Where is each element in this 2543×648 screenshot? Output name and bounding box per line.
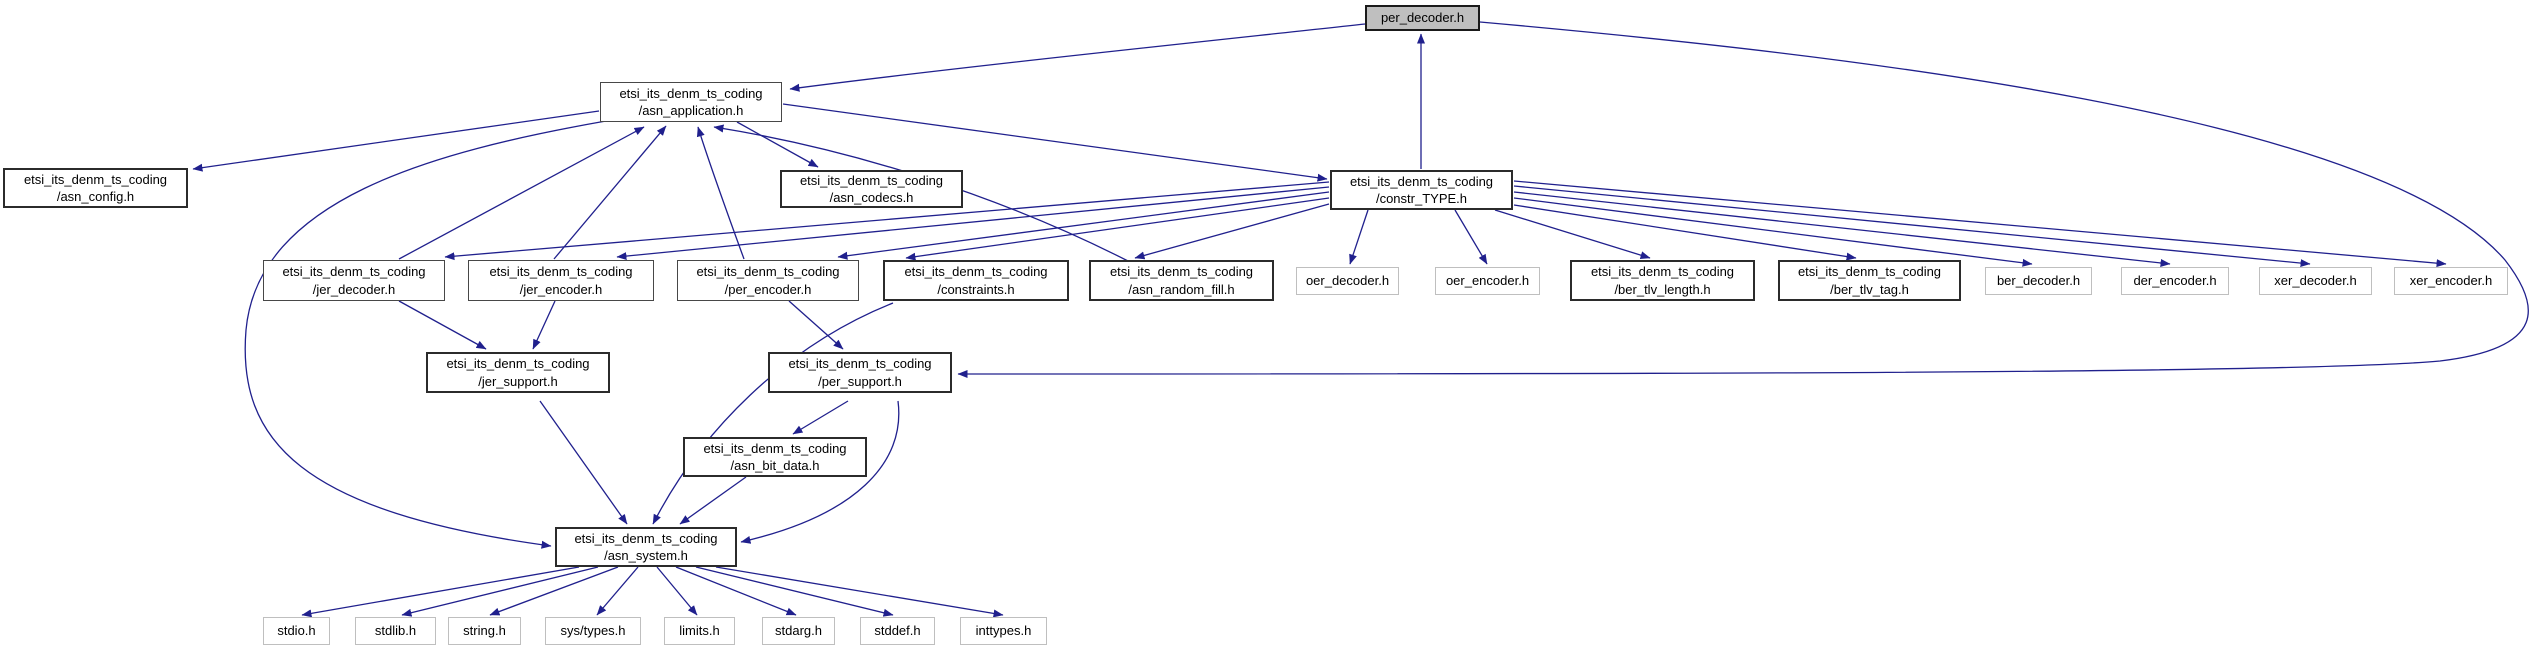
node-label: stddef.h — [874, 623, 921, 639]
edge-asn_system-to-limits — [656, 566, 698, 616]
node-sys-types: sys/types.h — [545, 617, 641, 645]
node-stdarg: stdarg.h — [762, 617, 835, 645]
node-per-encoder[interactable]: etsi_its_denm_ts_coding /per_encoder.h — [677, 260, 859, 301]
node-label: oer_decoder.h — [1305, 273, 1390, 289]
edge-constr_TYPE-to-jer_decoder — [444, 181, 1330, 261]
node-asn-application[interactable]: etsi_its_denm_ts_coding /asn_application… — [600, 82, 782, 122]
node-label: xer_encoder.h — [2409, 273, 2493, 289]
node-limits: limits.h — [664, 617, 735, 645]
node-label: limits.h — [679, 623, 720, 639]
node-asn-random-fill[interactable]: etsi_its_denm_ts_coding /asn_random_fill… — [1089, 260, 1274, 301]
edge-constr_TYPE-to-xer_encoder — [1513, 180, 2447, 268]
node-asn-system[interactable]: etsi_its_denm_ts_coding /asn_system.h — [555, 527, 737, 567]
node-label: sys/types.h — [560, 623, 626, 639]
node-constr-type[interactable]: etsi_its_denm_ts_coding /constr_TYPE.h — [1330, 170, 1513, 210]
node-ber-tlv-length[interactable]: etsi_its_denm_ts_coding /ber_tlv_length.… — [1570, 260, 1755, 301]
edge-jer_encoder-to-jer_support — [532, 300, 556, 350]
edge-constr_TYPE-to-ber_tlv_tag — [1513, 204, 1857, 261]
node-label: etsi_its_denm_ts_coding /constraints.h — [904, 264, 1048, 297]
edge-constr_TYPE-to-oer_decoder — [1349, 209, 1369, 265]
node-inttypes: inttypes.h — [960, 617, 1047, 645]
edge-jer_decoder-to-jer_support — [398, 300, 487, 350]
edge-constr_TYPE-to-xer_decoder — [1513, 185, 2311, 268]
node-label: stdio.h — [277, 623, 316, 639]
edge-asn_system-to-inttypes — [715, 566, 1004, 618]
node-label: stdlib.h — [374, 623, 417, 639]
node-oer-encoder: oer_encoder.h — [1435, 267, 1540, 295]
node-ber-tlv-tag[interactable]: etsi_its_denm_ts_coding /ber_tlv_tag.h — [1778, 260, 1961, 301]
node-asn-codecs[interactable]: etsi_its_denm_ts_coding /asn_codecs.h — [780, 170, 963, 208]
edge-asn_application-to-constr_TYPE — [782, 103, 1328, 182]
node-stdio: stdio.h — [263, 617, 330, 645]
node-label: ber_decoder.h — [1996, 273, 2081, 289]
node-per-support[interactable]: etsi_its_denm_ts_coding /per_support.h — [768, 352, 952, 393]
edge-asn_system-to-stddef — [695, 566, 894, 617]
edge-per_support-to-asn_bit_data — [792, 400, 849, 435]
edge-constr_TYPE-to-ber_tlv_length — [1494, 209, 1651, 260]
node-label: etsi_its_denm_ts_coding /asn_application… — [619, 85, 763, 118]
node-label: etsi_its_denm_ts_coding /ber_tlv_tag.h — [1797, 264, 1942, 297]
node-string: string.h — [448, 617, 521, 645]
edge-constr_TYPE-to-oer_encoder — [1454, 209, 1488, 265]
edge-asn_system-to-stdlib — [401, 566, 599, 617]
node-label: xer_decoder.h — [2274, 273, 2357, 289]
node-label: etsi_its_denm_ts_coding /jer_encoder.h — [489, 264, 633, 297]
edge-jer_encoder-to-asn_application — [553, 125, 667, 260]
node-per-decoder: per_decoder.h — [1365, 5, 1480, 31]
node-xer-decoder: xer_decoder.h — [2259, 267, 2372, 295]
node-label: oer_encoder.h — [1445, 273, 1530, 289]
node-label: stdarg.h — [775, 623, 822, 639]
node-label: etsi_its_denm_ts_coding /asn_codecs.h — [799, 172, 944, 205]
node-oer-decoder: oer_decoder.h — [1296, 267, 1399, 295]
node-label: etsi_its_denm_ts_coding /jer_decoder.h — [282, 264, 426, 297]
node-constraints[interactable]: etsi_its_denm_ts_coding /constraints.h — [883, 260, 1069, 301]
edge-asn_bit_data-to-asn_system — [679, 476, 747, 525]
edge-per_encoder-to-asn_application — [696, 126, 745, 260]
node-label: etsi_its_denm_ts_coding /jer_support.h — [446, 356, 590, 389]
node-label: string.h — [463, 623, 506, 639]
edge-constr_TYPE-to-constraints — [905, 197, 1330, 261]
node-der-encoder: der_encoder.h — [2121, 267, 2229, 295]
edge-constr_TYPE-to-asn_random_fill — [1134, 203, 1330, 260]
edge-asn_system-to-string — [489, 566, 619, 616]
node-label: etsi_its_denm_ts_coding /ber_tlv_length.… — [1590, 264, 1735, 297]
edge-constr_TYPE-to-ber_decoder — [1513, 197, 2033, 267]
edge-jer_support-to-asn_system — [539, 400, 628, 525]
node-label: etsi_its_denm_ts_coding /per_support.h — [788, 356, 932, 389]
node-label: etsi_its_denm_ts_coding /asn_config.h — [23, 171, 168, 204]
edge-constr_TYPE-to-per_encoder — [837, 191, 1330, 260]
node-stddef: stddef.h — [860, 617, 935, 645]
node-ber-decoder: ber_decoder.h — [1985, 267, 2092, 295]
edge-constraints-to-asn_system — [652, 302, 894, 525]
node-label: etsi_its_denm_ts_coding /asn_random_fill… — [1109, 264, 1254, 297]
node-label: der_encoder.h — [2133, 273, 2217, 289]
node-asn-config[interactable]: etsi_its_denm_ts_coding /asn_config.h — [3, 168, 188, 208]
edge-per_decoder-to-asn_application — [789, 23, 1366, 92]
edge-per_encoder-to-per_support — [788, 300, 844, 350]
edge-asn_system-to-sys_types — [596, 566, 639, 616]
node-label: etsi_its_denm_ts_coding /asn_system.h — [574, 530, 718, 563]
edge-asn_system-to-stdio — [301, 566, 580, 618]
edge-asn_system-to-stdarg — [675, 566, 797, 616]
edge-jer_decoder-to-asn_application — [398, 126, 645, 260]
edge-asn_application-to-asn_system — [244, 120, 607, 549]
node-label: inttypes.h — [975, 623, 1032, 639]
node-jer-support[interactable]: etsi_its_denm_ts_coding /jer_support.h — [426, 352, 610, 393]
node-stdlib: stdlib.h — [355, 617, 436, 645]
node-jer-decoder[interactable]: etsi_its_denm_ts_coding /jer_decoder.h — [263, 260, 445, 301]
edge-constr_TYPE-to-jer_encoder — [616, 186, 1330, 261]
node-label: etsi_its_denm_ts_coding /asn_bit_data.h — [703, 440, 847, 473]
edge-per_support-to-asn_system — [740, 400, 900, 544]
node-label: etsi_its_denm_ts_coding /per_encoder.h — [696, 264, 840, 297]
edge-per_decoder-to-per_support — [957, 21, 2529, 378]
edge-constr_TYPE-to-der_encoder — [1513, 191, 2171, 267]
edge-asn_application-to-asn_codecs — [736, 121, 819, 168]
node-asn-bit-data[interactable]: etsi_its_denm_ts_coding /asn_bit_data.h — [683, 437, 867, 477]
node-jer-encoder[interactable]: etsi_its_denm_ts_coding /jer_encoder.h — [468, 260, 654, 301]
edge-asn_application-to-asn_config — [192, 110, 600, 172]
node-label: per_decoder.h — [1380, 10, 1465, 26]
node-label: etsi_its_denm_ts_coding /constr_TYPE.h — [1349, 173, 1494, 206]
node-xer-encoder: xer_encoder.h — [2394, 267, 2508, 295]
